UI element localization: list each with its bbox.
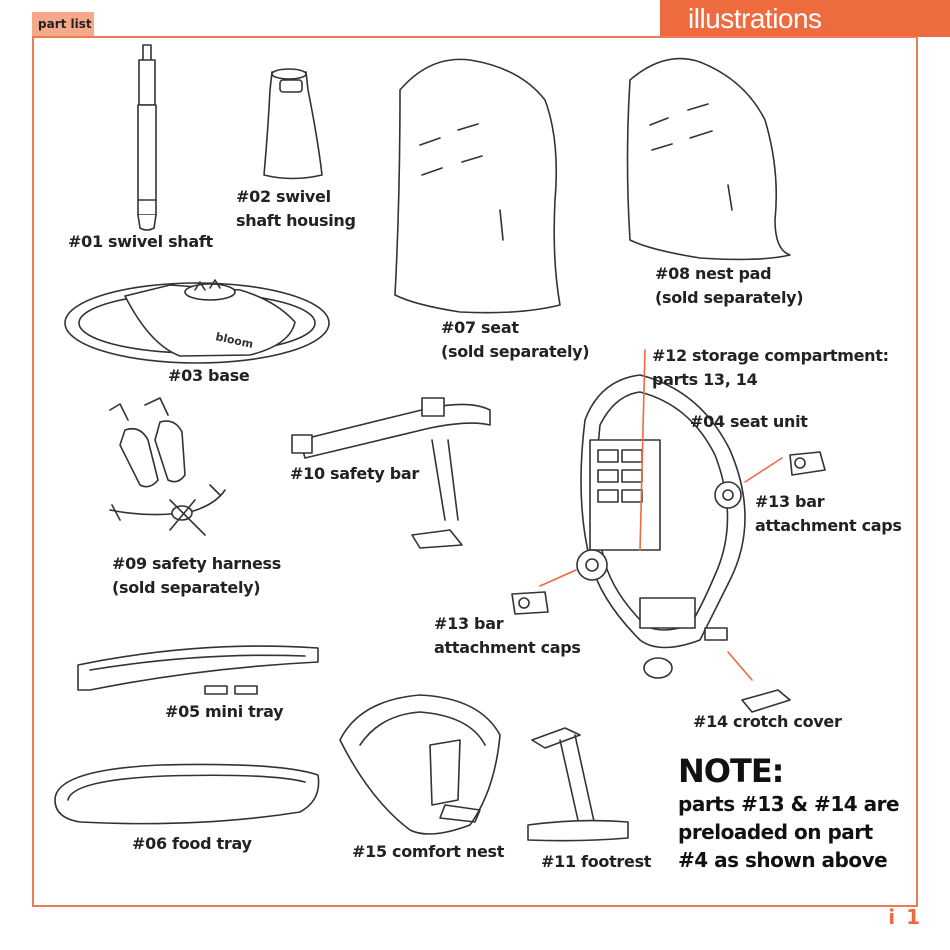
part-label-01: #01 swivel shaft <box>68 232 213 251</box>
part-label-10: #10 safety bar <box>290 464 419 483</box>
note-body: parts #13 & #14 are preloaded on part #4… <box>678 790 900 874</box>
seat-unit-drawing <box>576 374 746 679</box>
shaft-housing-drawing <box>263 68 323 180</box>
part-label-11: #11 footrest <box>541 852 652 871</box>
comfort-nest-drawing <box>339 694 501 835</box>
note-line: #4 as shown above <box>678 848 888 872</box>
nest-pad-drawing <box>626 57 791 261</box>
note-title: NOTE: <box>678 752 784 790</box>
base-drawing: bloom <box>64 279 330 364</box>
safety-harness-drawing <box>109 397 226 536</box>
page-title: illustrations <box>660 0 950 37</box>
note-line: preloaded on part <box>678 820 873 844</box>
swivel-shaft-drawing <box>137 44 157 231</box>
seat-drawing <box>394 58 561 314</box>
leader-lines <box>539 349 783 681</box>
part-label-08: #08 nest pad(sold separately) <box>655 264 804 307</box>
part-label-07: #07 seat(sold separately) <box>441 318 590 361</box>
section-tag: part list <box>32 12 94 36</box>
part-label-05: #05 mini tray <box>165 702 284 721</box>
content-frame <box>32 36 918 907</box>
mini-tray-drawing <box>77 645 319 695</box>
part-label-06: #06 food tray <box>132 834 252 853</box>
note-line: parts #13 & #14 are <box>678 792 900 816</box>
food-tray-drawing <box>54 763 320 825</box>
part-label-04: #04 seat unit <box>690 412 808 431</box>
part-label-14: #14 crotch cover <box>693 712 842 731</box>
footrest-drawing <box>527 727 629 842</box>
attachment-cap-left-drawing <box>511 591 549 615</box>
attachment-cap-right-drawing <box>789 451 826 476</box>
part-label-15: #15 comfort nest <box>352 842 505 861</box>
crotch-cover-drawing <box>741 689 791 713</box>
part-label-09: #09 safety harness(sold separately) <box>112 554 281 597</box>
part-label-12: #12 storage compartment:parts 13, 14 <box>652 346 889 389</box>
page-number: i 1 <box>888 905 922 929</box>
part-label-03: #03 base <box>168 366 250 385</box>
safety-bar-drawing <box>291 397 491 549</box>
